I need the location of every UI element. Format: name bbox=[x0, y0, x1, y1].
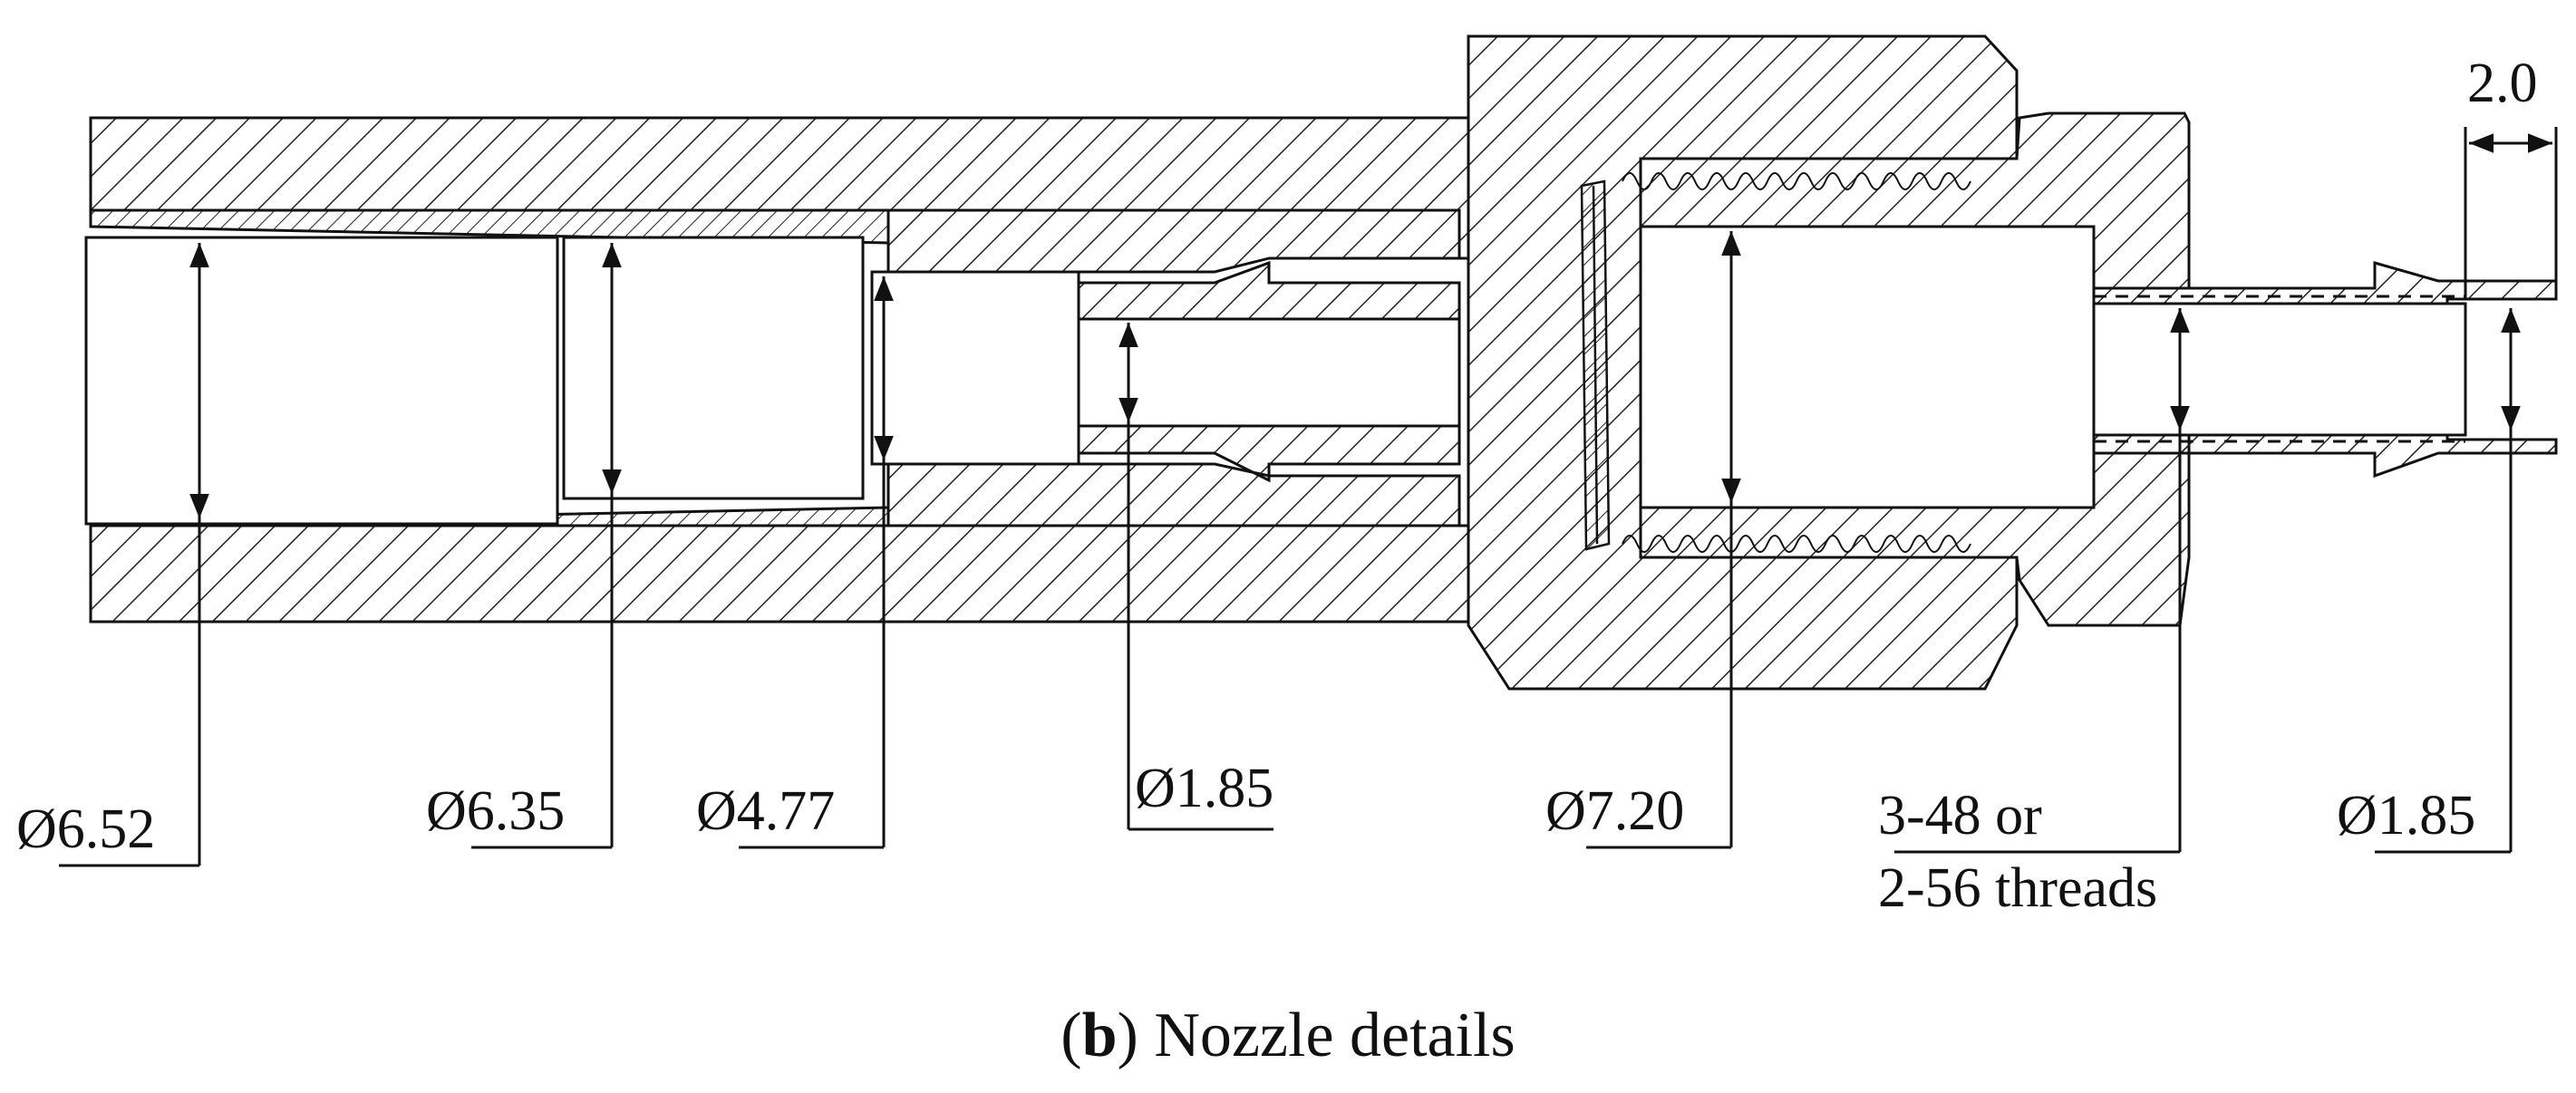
outlet-tip-lower bbox=[2092, 433, 2558, 479]
label-d-bore: Ø1.85 bbox=[1135, 758, 1273, 819]
tube-bore bbox=[562, 236, 865, 500]
label-tip-length: 2.0 bbox=[2467, 53, 2538, 114]
inlet-bore bbox=[84, 236, 559, 526]
reducer-upper bbox=[886, 208, 1461, 274]
label-d-fitting: Ø7.20 bbox=[1545, 780, 1684, 842]
label-threads-line2: 2-56 threads bbox=[1878, 857, 2157, 919]
label-d-tube-outer: Ø6.35 bbox=[426, 780, 565, 842]
label-d-inlet: Ø6.52 bbox=[16, 798, 155, 860]
label-d-tube-inner: Ø4.77 bbox=[696, 780, 835, 842]
outlet-bore bbox=[2092, 302, 2467, 437]
nozzle-insert-lower bbox=[1077, 424, 1461, 483]
nozzle-bore bbox=[1077, 317, 1461, 428]
fitting-bore bbox=[1639, 225, 2096, 509]
label-d-outlet: Ø1.85 bbox=[2337, 785, 2475, 846]
caption-letter: b bbox=[1082, 1001, 1118, 1070]
reducer-lower bbox=[886, 462, 1461, 527]
caption-text: Nozzle details bbox=[1138, 1001, 1516, 1070]
sleeve-bore bbox=[870, 270, 1080, 466]
label-threads-line1: 3-48 or bbox=[1878, 785, 2042, 846]
tube-lower-wall bbox=[89, 524, 1470, 624]
thread-lines bbox=[2094, 295, 2465, 443]
ferrule bbox=[1580, 179, 1611, 551]
thread-marks bbox=[1622, 172, 1971, 553]
figure-caption: (b) Nozzle details bbox=[1060, 1001, 1516, 1070]
